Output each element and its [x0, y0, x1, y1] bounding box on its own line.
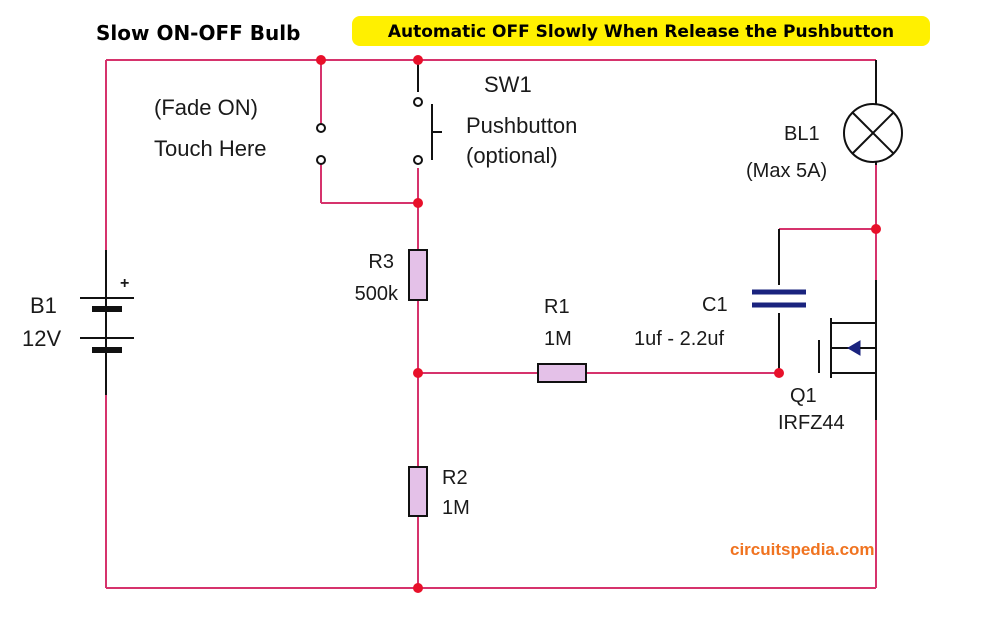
bl1-value: (Max 5A): [746, 160, 827, 182]
node-ground: [413, 583, 423, 593]
credit-text: circuitspedia.com: [730, 540, 875, 559]
c1-value: 1uf - 2.2uf: [634, 328, 725, 350]
r1-ref: R1: [544, 296, 570, 318]
r2-body: [408, 466, 428, 517]
sw1-gap: [410, 92, 426, 168]
wires: [105, 59, 877, 589]
touch-contact-bottom[interactable]: [316, 155, 326, 165]
r3-ref: R3: [368, 251, 394, 273]
node-drain: [871, 224, 881, 234]
touch-contact-top[interactable]: [316, 123, 326, 133]
sw1-label-line1: Pushbutton: [466, 113, 577, 138]
q1-value: IRFZ44: [778, 412, 845, 434]
note-text: Automatic OFF Slowly When Release the Pu…: [388, 22, 894, 42]
touch-label-line2: Touch Here: [154, 136, 267, 161]
resistor-r2: [408, 466, 428, 517]
sw1-contact-top: [413, 97, 423, 107]
capacitor-c1: [752, 285, 806, 313]
pushbutton-sw1[interactable]: [410, 92, 442, 168]
r3-body: [408, 249, 428, 301]
c1-ref: C1: [702, 294, 728, 316]
touch-contacts[interactable]: [316, 123, 326, 165]
q1-arrow: [847, 340, 861, 356]
r1-body: [537, 363, 587, 383]
touch-label-line1: (Fade ON): [154, 95, 258, 120]
battery-b1: [80, 297, 134, 353]
battery-plus-sign: +: [120, 275, 129, 292]
bulb-bl1: [843, 103, 903, 163]
diagram-title: Slow ON-OFF Bulb: [96, 21, 300, 45]
b1-ref: B1: [30, 293, 57, 318]
resistor-r3: [408, 249, 428, 301]
b1-value: 12V: [22, 326, 61, 351]
node-sw1-top: [413, 55, 423, 65]
junction-nodes: [316, 55, 881, 593]
node-c1-gate: [774, 368, 784, 378]
r2-ref: R2: [442, 467, 468, 489]
node-gate-divider: [413, 368, 423, 378]
r3-value: 500k: [355, 283, 399, 305]
bulb-cross-b: [851, 111, 895, 155]
r1-value: 1M: [544, 328, 572, 350]
sw1-contact-bottom: [413, 155, 423, 165]
r2-value: 1M: [442, 497, 470, 519]
bl1-ref: BL1: [784, 123, 820, 145]
q1-ref: Q1: [790, 385, 817, 407]
note-highlight: [352, 16, 930, 46]
c1-gap: [766, 285, 794, 313]
resistor-r1: [537, 363, 587, 383]
sw1-label-line2: (optional): [466, 143, 558, 168]
node-touch-top: [316, 55, 326, 65]
sw1-ref: SW1: [484, 72, 532, 97]
node-switch-join: [413, 198, 423, 208]
mosfet-q1: [818, 318, 876, 378]
